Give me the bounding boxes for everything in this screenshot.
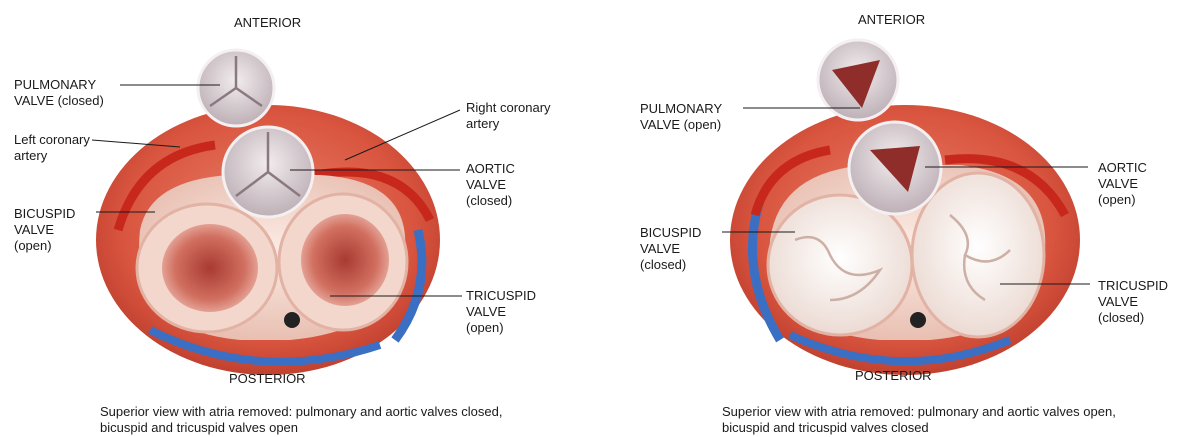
right-tricuspid-label: TRICUSPID VALVE (closed) bbox=[1098, 278, 1168, 326]
left-tricuspid-orifice bbox=[301, 214, 389, 306]
right-bicuspid-closed bbox=[768, 195, 912, 335]
right-posterior-label: POSTERIOR bbox=[855, 368, 932, 384]
left-posterior-label: POSTERIOR bbox=[229, 371, 306, 387]
left-coronary-artery-label: Left coronary artery bbox=[14, 132, 90, 164]
right-anterior-label: ANTERIOR bbox=[858, 12, 925, 28]
right-pulmonary-label: PULMONARY VALVE (open) bbox=[640, 101, 722, 133]
right-coronary-artery-label: Right coronary artery bbox=[466, 100, 551, 132]
right-aortic-label: AORTIC VALVE (open) bbox=[1098, 160, 1147, 208]
left-pulmonary-label: PULMONARY VALVE (closed) bbox=[14, 77, 104, 109]
left-anterior-label: ANTERIOR bbox=[234, 15, 301, 31]
right-coronary-sinus bbox=[910, 312, 926, 328]
left-heart bbox=[92, 50, 462, 375]
left-coronary-sinus bbox=[284, 312, 300, 328]
right-heart bbox=[722, 40, 1090, 375]
left-aortic-label: AORTIC VALVE (closed) bbox=[466, 161, 515, 209]
left-caption: Superior view with atria removed: pulmon… bbox=[100, 404, 520, 436]
right-bicuspid-label: BICUSPID VALVE (closed) bbox=[640, 225, 701, 273]
left-bicuspid-label: BICUSPID VALVE (open) bbox=[14, 206, 75, 254]
right-caption: Superior view with atria removed: pulmon… bbox=[722, 404, 1142, 436]
left-tricuspid-label: TRICUSPID VALVE (open) bbox=[466, 288, 536, 336]
left-bicuspid-orifice bbox=[162, 224, 258, 312]
